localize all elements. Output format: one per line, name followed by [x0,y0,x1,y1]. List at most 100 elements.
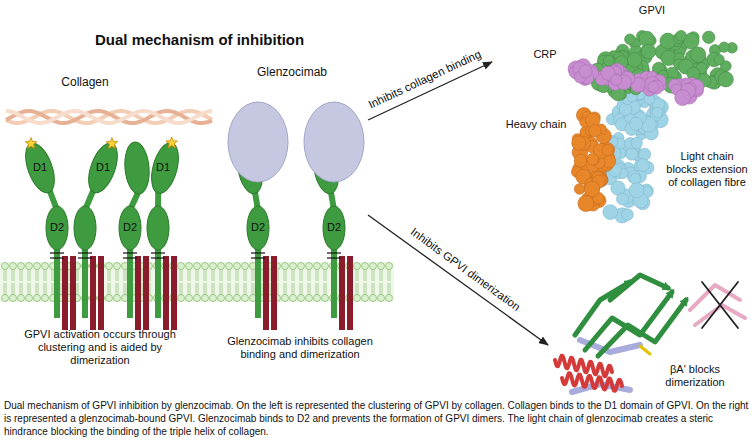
illustration-shape [372,283,373,295]
domain-label: D1 [96,161,110,174]
illustration-shape [46,283,47,295]
tick [123,252,137,253]
collagen-strand [6,111,212,123]
illustration-shape [30,269,31,281]
part-label: Glenzocimab [257,65,327,79]
light-chain-surface [639,148,651,160]
illustration-shape [318,269,319,281]
d2-domain [119,206,141,250]
illustration-shape [212,269,213,281]
light-chain-surface [626,148,638,160]
illustration-shape [4,283,5,295]
illustration-shape [366,283,367,295]
illustration-shape [310,283,311,295]
lipid-head [42,263,49,270]
light-chain-surface [622,209,634,221]
illustration-shape [244,269,245,281]
illustration-shape [220,283,221,295]
illustration-shape [294,283,295,295]
lipid-head [42,295,49,302]
tick [123,257,137,258]
lipid-head [306,263,313,270]
collagen-strand [6,111,212,123]
lipid-head [322,295,329,302]
illustration-shape [262,283,263,295]
figure-caption: Dual mechanism of GPVI inhibition by gle… [4,399,750,438]
illustration-shape [124,269,125,281]
illustration-shape [302,269,303,281]
illustration-shape [206,269,207,281]
illustration-shape [124,283,125,295]
illustration-shape [118,269,119,281]
lipid-head [10,295,17,302]
light-chain-surface [652,107,663,118]
light-chain-surface [619,103,632,116]
illustration-shape [142,269,143,281]
illustration-shape [126,269,127,281]
antibody-fab [228,102,288,182]
illustration-shape [196,269,197,281]
lipid-head [242,263,249,270]
illustration-shape [46,269,47,281]
helix [562,373,622,391]
lipid-head [234,295,241,302]
lipid-head [378,263,385,270]
illustration-shape [238,269,239,281]
illustration-shape [300,283,301,295]
d2-domain [247,206,269,250]
crp-surface [675,90,691,106]
illustration-shape [214,269,215,281]
receptor-stem [127,246,133,318]
heavy-chain-surface [572,136,586,150]
fc-gamma-chain [62,256,68,330]
fc-gamma-chain [271,256,277,330]
illustration-shape [190,269,191,281]
gpvi-surface [660,33,676,49]
lipid-head [362,263,369,270]
illustration-shape [20,283,21,295]
heavy-chain-surface [578,196,594,212]
illustration-shape [182,283,183,295]
illustration-shape [364,283,365,295]
illustration-shape [228,269,229,281]
illustration-shape [4,269,5,281]
illustration-shape [52,269,53,281]
lipid-head [370,295,377,302]
lipid-head [10,263,17,270]
panel-note: Glenzocimab inhibits collagen binding an… [220,335,380,361]
illustration-shape [220,269,221,281]
lipid-head [26,295,33,302]
gpvi-surface [690,47,706,63]
d2-domain [147,206,169,250]
illustration-shape [356,283,357,295]
light-chain-surface [631,137,642,148]
illustration-shape [254,283,255,295]
illustration-shape [388,283,389,295]
lipid-head [242,295,249,302]
illustration-shape [110,269,111,281]
lipid-head [226,263,233,270]
receptor-stem [331,246,337,318]
d1-domain [147,140,184,196]
illustration-shape [262,269,263,281]
illustration-shape [318,283,319,295]
illustration-shape [284,283,285,295]
lipid-head [186,295,193,302]
part-label: Light chain blocks extension of collagen… [664,150,750,190]
fc-gamma-chain [171,256,177,330]
fc-gamma-chain [98,256,104,330]
panel-note: GPVI activation occurs through clusterin… [8,328,193,368]
illustration-shape [212,283,213,295]
illustration-shape [278,283,279,295]
link [640,346,650,354]
fc-gamma-chain [263,256,269,330]
illustration-shape [188,269,189,281]
domain-label: D1 [156,161,170,174]
illustration-shape [382,269,383,281]
illustration-shape [228,283,229,295]
binding-star [106,138,117,149]
illustration-shape [142,283,143,295]
illustration-shape [188,283,189,295]
illustration-shape [246,283,247,295]
illustration-shape [252,283,253,295]
